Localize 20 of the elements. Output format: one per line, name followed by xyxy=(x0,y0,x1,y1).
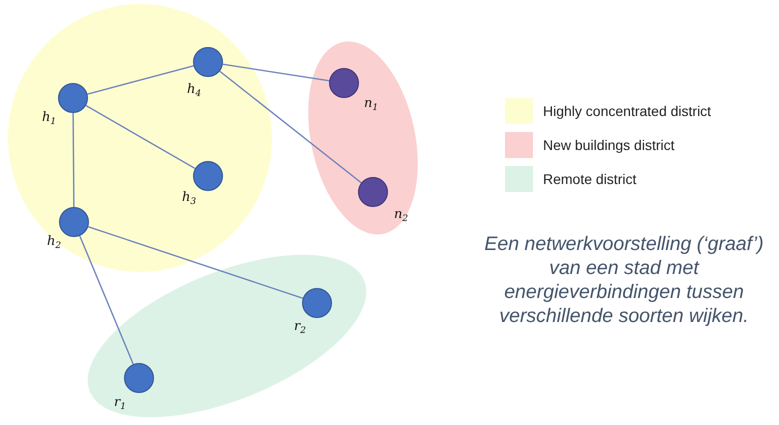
connector-line xyxy=(72,113,75,207)
caption: Een netwerkvoorstelling (‘graaf’) van een stad met energieverbindingen tussen verschillende soorten wijken. xyxy=(483,232,765,328)
district-area xyxy=(8,4,272,272)
node-label: h$_{4}$ xyxy=(187,83,202,99)
connector-line xyxy=(88,226,303,299)
connector-line xyxy=(86,104,196,170)
node-label: r$_{1}$ xyxy=(114,396,126,412)
connector-line xyxy=(87,65,194,95)
legend-label: New buildings district xyxy=(543,137,674,153)
node-label: h$_{3}$ xyxy=(182,191,196,207)
node-label: n$_{2}$ xyxy=(394,208,408,224)
node-label: h$_{2}$ xyxy=(47,235,62,251)
node-label: r$_{2}$ xyxy=(294,320,306,336)
connector-line xyxy=(222,64,330,82)
node-label: n$_{1}$ xyxy=(364,97,378,113)
connector-line xyxy=(219,70,362,184)
node-label: h$_{1}$ xyxy=(42,111,56,127)
connector-line xyxy=(79,236,134,364)
legend-label: Remote district xyxy=(543,171,636,187)
legend-label: Highly concentrated district xyxy=(543,103,712,119)
